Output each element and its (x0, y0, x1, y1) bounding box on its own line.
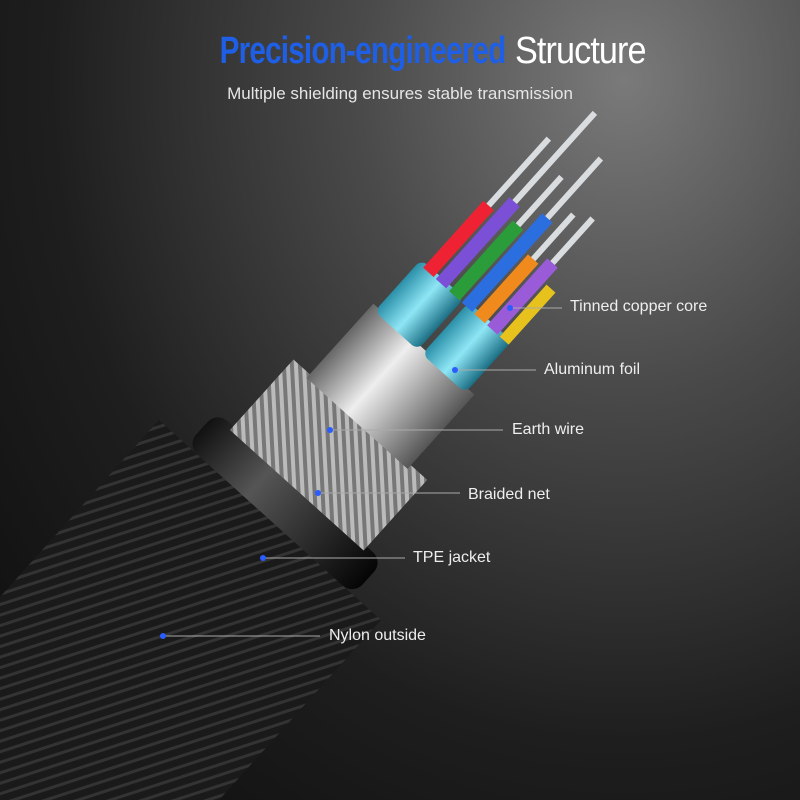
earth-wire-shield (306, 303, 475, 469)
label-tinned-copper-core: Tinned copper core (570, 298, 708, 315)
label-braided-net: Braided net (468, 486, 550, 503)
title-rest: Structure (515, 30, 647, 72)
callout-lines (163, 307, 562, 637)
nylon-outside (0, 420, 381, 800)
page-title: Precision-engineered Structure (0, 30, 800, 73)
callout-dots (160, 305, 513, 639)
colored-wires (423, 197, 558, 345)
copper-cores (486, 110, 604, 266)
label-aluminum-foil: Aluminum foil (544, 361, 641, 378)
label-earth-wire: Earth wire (512, 421, 585, 438)
label-nylon-outside: Nylon outside (329, 627, 426, 644)
subtitle: Multiple shielding ensures stable transm… (227, 84, 573, 103)
label-tpe-jacket: TPE jacket (413, 549, 491, 566)
braided-net (229, 359, 428, 551)
tpe-jacket (192, 417, 378, 590)
title-highlight: Precision-engineered (220, 30, 507, 72)
